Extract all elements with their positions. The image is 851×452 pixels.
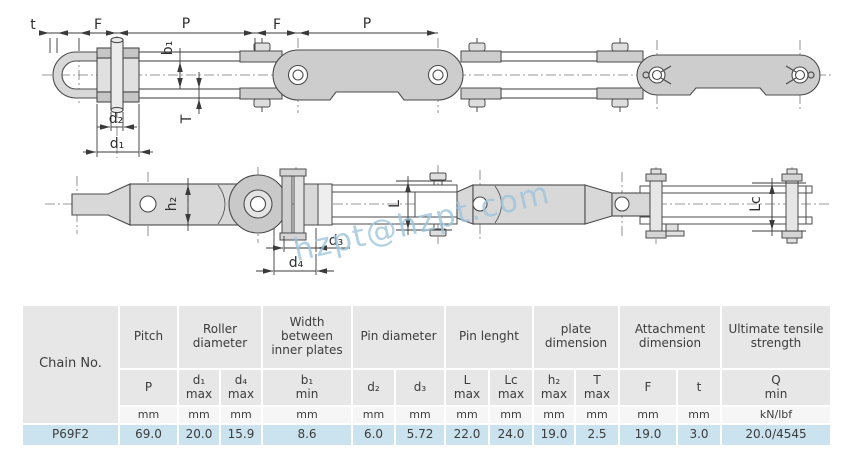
plate-link-1 <box>272 49 464 101</box>
dim-label-p-left: P <box>182 16 190 32</box>
symbol-d4-max: d₄ max <box>221 370 261 405</box>
top-dimensions <box>39 30 438 157</box>
symbol-d3: d₃ <box>396 370 444 405</box>
cell-Lc: 24.0 <box>490 425 532 445</box>
dim-label-Lc: Lc <box>748 196 764 212</box>
cell-h2: 19.0 <box>534 425 574 445</box>
side-outer-plates <box>639 168 813 244</box>
unit-cell: mm <box>263 407 351 423</box>
cotter-pin-marks <box>642 65 815 85</box>
cell-T: 2.5 <box>576 425 618 445</box>
header-pin-diameter: Pin diameter <box>353 306 444 368</box>
header-attachment-dimension: Attachment dimension <box>620 306 720 368</box>
dim-label-T: T <box>179 114 195 124</box>
unit-cell: mm <box>678 407 720 423</box>
unit-cell: kN/lbf <box>722 407 830 423</box>
hook-link <box>52 51 103 99</box>
dim-label-d1: d₁ <box>110 136 125 152</box>
side-view: h₂ L Lc d₃ d₄ <box>45 165 832 275</box>
dim-label-f-right: F <box>273 17 281 33</box>
dim-label-p-right: P <box>363 16 371 32</box>
symbol-F: F <box>620 370 676 405</box>
cell-chain-no: P69F2 <box>23 425 118 445</box>
top-dimension-labels: t F P F P b₁ T d₂ d₁ <box>30 16 371 152</box>
top-view: t F P F P b₁ T d₂ d₁ <box>30 16 832 158</box>
cell-d3: 5.72 <box>396 425 444 445</box>
unit-cell: mm <box>179 407 219 423</box>
unit-cell: mm <box>490 407 532 423</box>
header-chain-no: Chain No. <box>23 306 118 423</box>
link-bars <box>138 51 598 99</box>
side-bar-link-right <box>456 184 651 225</box>
unit-cell: mm <box>576 407 618 423</box>
header-roller-diameter: Roller diameter <box>179 306 261 368</box>
header-width-inner-plates: Width between inner plates <box>263 306 351 368</box>
cell-F: 19.0 <box>620 425 676 445</box>
cell-pitch: 69.0 <box>120 425 177 445</box>
chain-technical-drawing: t F P F P b₁ T d₂ d₁ <box>30 16 832 275</box>
dim-label-d2: d₂ <box>109 111 124 127</box>
chain-spec-table: Chain No. Pitch Roller diameter Width be… <box>21 304 832 447</box>
symbol-Q-min: Q min <box>722 370 830 405</box>
dim-label-f-left: F <box>94 17 102 33</box>
cell-b1: 8.6 <box>263 425 351 445</box>
side-dimension-labels: h₂ L Lc d₃ d₄ <box>164 196 764 271</box>
table-symbol-row: P d₁ max d₄ max b₁ min d₂ d₃ L max Lc ma… <box>23 370 830 405</box>
symbol-b1-min: b₁ min <box>263 370 351 405</box>
symbol-L-max: L max <box>446 370 488 405</box>
symbol-Lc-max: Lc max <box>490 370 532 405</box>
dim-label-L: L <box>387 200 403 208</box>
unit-cell: mm <box>620 407 676 423</box>
symbol-t: t <box>678 370 720 405</box>
roller-assembly <box>96 36 140 114</box>
table-data-row: P69F2 69.0 20.0 15.9 8.6 6.0 5.72 22.0 2… <box>23 425 830 445</box>
unit-cell: mm <box>120 407 177 423</box>
cell-L: 22.0 <box>446 425 488 445</box>
dim-label-b1: b₁ <box>160 41 176 56</box>
unit-cell: mm <box>534 407 574 423</box>
unit-cell: mm <box>446 407 488 423</box>
header-pitch: Pitch <box>120 306 177 368</box>
cell-t: 3.0 <box>678 425 720 445</box>
unit-cell: mm <box>396 407 444 423</box>
cell-Q: 20.0/4545 <box>722 425 830 445</box>
table-header-groups: Chain No. Pitch Roller diameter Width be… <box>23 306 830 423</box>
header-plate-dimension: plate dimension <box>534 306 618 368</box>
cell-d2: 6.0 <box>353 425 394 445</box>
header-ultimate-tensile: Ultimate tensile strength <box>722 306 830 368</box>
plate-link-2 <box>636 54 821 96</box>
side-bar-link-left <box>71 183 243 226</box>
symbol-d1-max: d₁ max <box>179 370 219 405</box>
symbol-P: P <box>120 370 177 405</box>
unit-cell: mm <box>353 407 394 423</box>
symbol-h2-max: h₂ max <box>534 370 574 405</box>
side-roller <box>228 174 288 234</box>
header-pin-length: Pin lenght <box>446 306 532 368</box>
side-inner-bars <box>331 172 458 237</box>
dim-label-t: t <box>30 17 36 33</box>
unit-cell: mm <box>221 407 261 423</box>
dim-label-d4: d₄ <box>289 255 304 271</box>
symbol-d2: d₂ <box>353 370 394 405</box>
cell-d1: 20.0 <box>179 425 219 445</box>
symbol-T-max: T max <box>576 370 618 405</box>
side-pin-assembly <box>279 168 333 241</box>
table-units-row: mm mm mm mm mm mm mm mm mm mm mm mm kN/l… <box>23 407 830 423</box>
side-dimensions <box>185 176 806 275</box>
cell-d4: 15.9 <box>221 425 261 445</box>
dim-label-h2: h₂ <box>164 197 180 212</box>
dim-label-d3: d₃ <box>329 233 344 249</box>
